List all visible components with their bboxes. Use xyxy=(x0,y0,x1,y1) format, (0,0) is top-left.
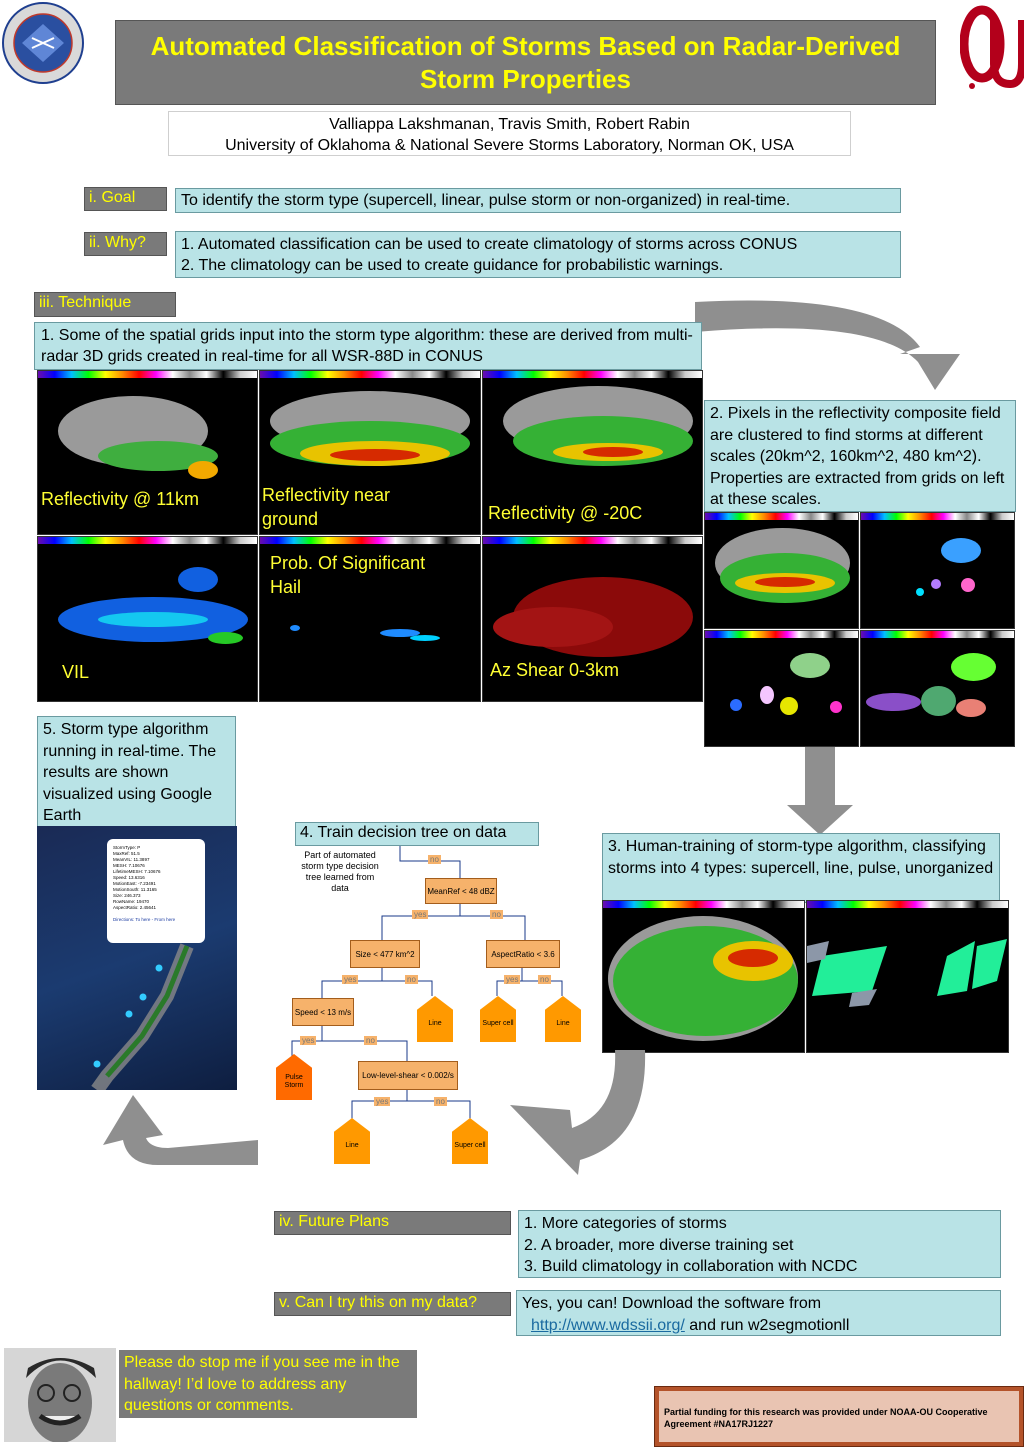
edge-shear-yes: yes xyxy=(374,1097,391,1106)
future-label: iv. Future Plans xyxy=(274,1211,511,1235)
storm-popup: StormType: P MaxRef: 51.5 MeanVIL: 11.38… xyxy=(107,839,205,943)
tile-reflectivity-m20c: Reflectivity @ -20C xyxy=(482,370,703,535)
software-link[interactable]: http://www.wdssii.org/ xyxy=(531,1316,685,1334)
step4-text: 4. Train decision tree on data xyxy=(295,822,539,846)
tile-posh: Prob. Of Significant Hail xyxy=(259,536,481,702)
affiliation: University of Oklahoma & National Severe… xyxy=(225,137,794,154)
tree-caption: Part of automated storm type decision tr… xyxy=(301,850,379,893)
tile-cluster-scale-1 xyxy=(860,512,1015,629)
future-line-1: 1. More categories of storms xyxy=(524,1215,727,1232)
funding-note-frame: Partial funding for this research was pr… xyxy=(654,1386,1024,1447)
popup-line-7: MotionSouth: 11.3165 xyxy=(113,887,157,892)
poster-title: Automated Classification of Storms Based… xyxy=(115,20,936,105)
popup-line-10: AspectRatio: 2.45641 xyxy=(113,905,157,910)
arrow-step3-to-step4 xyxy=(510,1050,646,1175)
node-meanref: MeanRef < 48 dBZ xyxy=(425,878,497,904)
why-line-1: 1. Automated classification can be used … xyxy=(181,236,798,253)
why-text: 1. Automated classification can be used … xyxy=(175,231,901,278)
google-earth-view: StormType: P MaxRef: 51.5 MeanVIL: 11.38… xyxy=(37,826,237,1090)
authors: Valliappa Lakshmanan, Travis Smith, Robe… xyxy=(329,116,690,133)
edge-size-no: no xyxy=(405,975,418,984)
node-size: Size < 477 km^2 xyxy=(350,940,420,968)
future-line-2: 2. A broader, more diverse training set xyxy=(524,1236,794,1254)
popup-line-6: MotionEast: -7.23491 xyxy=(113,881,156,886)
hallway-note: Please do stop me if you see me in the h… xyxy=(119,1350,417,1418)
step3-text: 3. Human-training of storm-type algorith… xyxy=(602,833,1000,903)
label-azshear: Az Shear 0-3km xyxy=(490,660,620,680)
popup-line-1: MaxRef: 51.5 xyxy=(113,851,140,856)
popup-line-3: MESH: 7.10676 xyxy=(113,863,145,868)
step1-text: 1. Some of the spatial grids input into … xyxy=(34,322,702,370)
tile-cluster-scale-3 xyxy=(860,630,1015,747)
decision-tree: Part of automated storm type decision tr… xyxy=(272,846,592,1166)
label-posh: Prob. Of Significant Hail xyxy=(270,553,426,597)
try-line-1: Yes, you can! Download the software from xyxy=(522,1295,822,1312)
why-line-2: 2. The climatology can be used to create… xyxy=(181,257,724,274)
tile-reflectivity-ground: Reflectivity near ground xyxy=(259,370,481,535)
tile-cluster-composite xyxy=(704,512,859,629)
edge-speed-yes: yes xyxy=(300,1036,317,1045)
try-label: v. Can I try this on my data? xyxy=(274,1292,511,1316)
step5-text: 5. Storm type algorithm running in real-… xyxy=(37,716,236,828)
author-block: Valliappa Lakshmanan, Travis Smith, Robe… xyxy=(168,111,851,156)
tile-azshear: Az Shear 0-3km xyxy=(482,536,703,702)
label-reflectivity-11km: Reflectivity @ 11km xyxy=(41,489,199,509)
tile-cluster-scale-2 xyxy=(704,630,859,747)
node-shear: Low-level-shear < 0.002/s xyxy=(358,1061,458,1090)
technique-label: iii. Technique xyxy=(34,292,176,317)
edge-root-no: no xyxy=(428,855,441,864)
tile-training-labels xyxy=(806,900,1009,1053)
try-line-2: and run w2segmotionll xyxy=(684,1316,850,1334)
node-speed: Speed < 13 m/s xyxy=(292,998,354,1026)
popup-line-4: LifetimeMESH: 7.10676 xyxy=(113,869,161,874)
node-aspect: AspectRatio < 3.6 xyxy=(486,940,560,968)
edge-aspect-yes: yes xyxy=(504,975,521,984)
future-text: 1. More categories of storms 2. A broade… xyxy=(518,1210,1001,1278)
edge-speed-no: no xyxy=(364,1036,377,1045)
future-line-3: 3. Build climatology in collaboration wi… xyxy=(524,1258,858,1275)
tile-vil: VIL xyxy=(37,536,258,702)
edge-meanref-no: no xyxy=(490,910,503,919)
why-label: ii. Why? xyxy=(84,232,167,256)
popup-directions[interactable]: Directions: To here - From here xyxy=(113,917,176,922)
popup-line-0: StormType: P xyxy=(113,845,141,850)
label-vil: VIL xyxy=(62,662,90,682)
popup-line-5: Speed: 13.6316 xyxy=(113,875,145,880)
edge-shear-no: no xyxy=(434,1097,447,1106)
goal-text: To identify the storm type (supercell, l… xyxy=(175,188,901,213)
label-reflectivity-m20c: Reflectivity @ -20C xyxy=(488,503,643,523)
goal-label: i. Goal xyxy=(84,187,167,211)
popup-line-8: Size: 246.373 xyxy=(113,893,141,898)
funding-note: Partial funding for this research was pr… xyxy=(659,1391,1019,1442)
edge-size-yes: yes xyxy=(342,975,359,984)
arrow-to-step2 xyxy=(695,300,960,390)
nssl-logo xyxy=(2,2,84,84)
step2-text: 2. Pixels in the reflectivity composite … xyxy=(704,400,1016,512)
popup-line-2: MeanVIL: 11.3897 xyxy=(113,857,150,862)
label-reflectivity-ground: Reflectivity near ground xyxy=(262,485,391,529)
tile-training-reflectivity xyxy=(602,900,805,1053)
author-photo xyxy=(4,1348,116,1442)
ou-logo xyxy=(959,2,1024,94)
try-text: Yes, you can! Download the software from… xyxy=(516,1290,1001,1336)
edge-aspect-no: no xyxy=(538,975,551,984)
popup-line-9: RowName: 19470 xyxy=(113,899,150,904)
tile-reflectivity-11km: Reflectivity @ 11km xyxy=(37,370,258,535)
arrow-step4-to-step5 xyxy=(103,1095,258,1165)
arrow-to-step3 xyxy=(787,747,853,835)
edge-meanref-yes: yes xyxy=(412,910,429,919)
